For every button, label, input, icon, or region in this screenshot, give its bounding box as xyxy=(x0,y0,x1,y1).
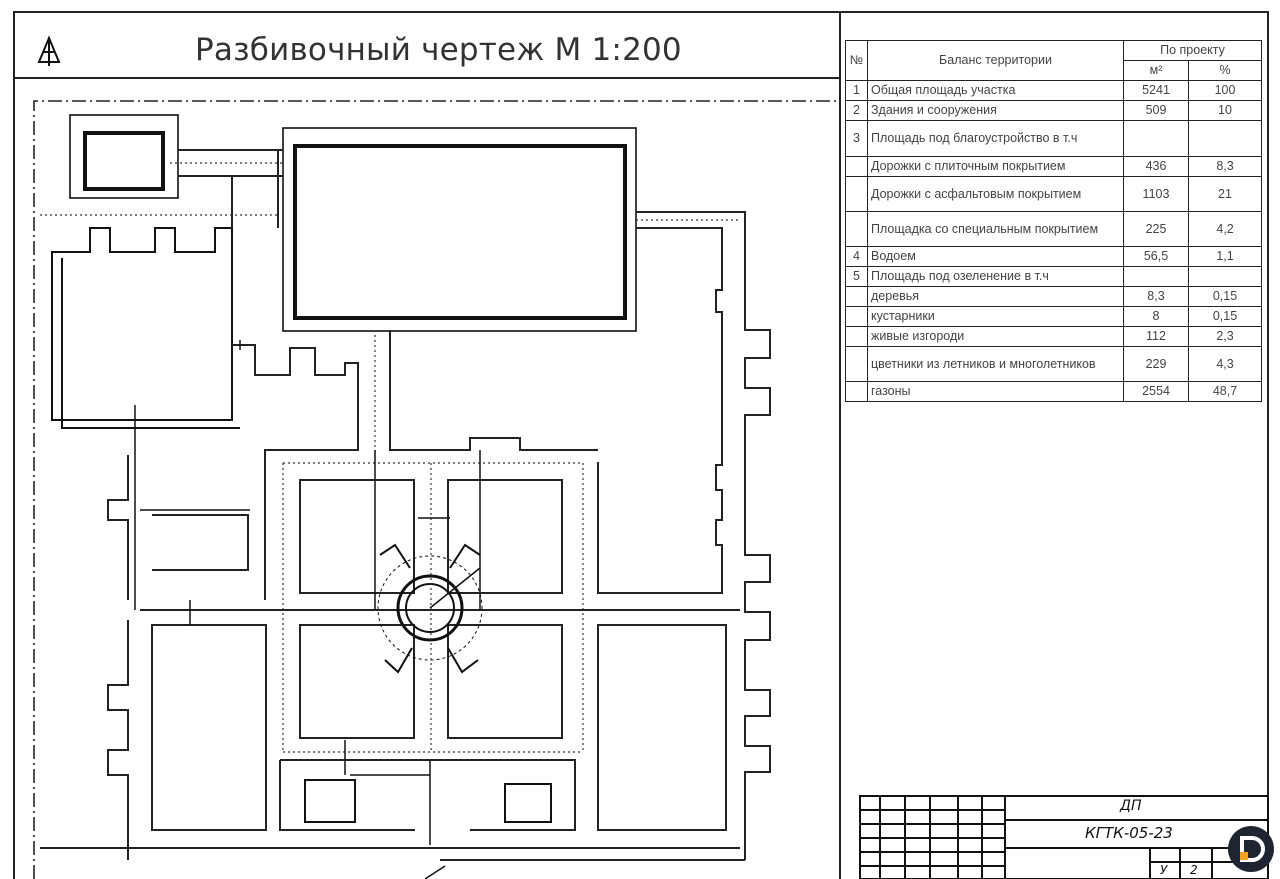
logo-icon xyxy=(1240,836,1265,862)
header-project: По проекту xyxy=(1122,40,1263,61)
stamp-code: КГТК-05-23 xyxy=(1085,824,1173,842)
bottom-structures xyxy=(304,779,552,823)
balance-cell-no: 2 xyxy=(845,100,868,121)
balance-cell-no xyxy=(845,326,868,347)
balance-cell-no: 5 xyxy=(845,266,868,287)
balance-cell-pct: 21 xyxy=(1187,176,1263,212)
header-unit-m2: м² xyxy=(1123,60,1189,81)
header-name: Баланс территории xyxy=(867,40,1124,81)
balance-cell-m2: 229 xyxy=(1123,346,1189,382)
balance-cell-no xyxy=(845,381,868,402)
balance-cell-pct xyxy=(1187,120,1263,157)
balance-cell-name: Площадка со специальным покрытием xyxy=(867,211,1124,247)
header-no: № xyxy=(845,40,868,81)
balance-cell-name: Дорожки с плиточным покрытием xyxy=(867,156,1124,177)
balance-cell-m2: 2554 xyxy=(1123,381,1189,402)
stamp-code-dp: ДП xyxy=(1120,798,1142,814)
balance-cell-name: газоны xyxy=(867,381,1124,402)
balance-cell-m2: 436 xyxy=(1123,156,1189,177)
balance-cell-name: Общая площадь участка xyxy=(867,80,1124,101)
dimension-grid xyxy=(40,162,738,753)
balance-cell-pct xyxy=(1187,266,1263,287)
balance-cell-m2: 509 xyxy=(1123,100,1189,121)
west-building xyxy=(51,227,240,429)
balance-cell-m2 xyxy=(1123,120,1189,157)
balance-cell-pct: 2,3 xyxy=(1187,326,1263,347)
balance-cell-name: живые изгороди xyxy=(867,326,1124,347)
balance-cell-m2: 225 xyxy=(1123,211,1189,247)
main-building xyxy=(282,127,637,332)
site-boundary xyxy=(33,100,838,879)
balance-cell-pct: 1,1 xyxy=(1187,246,1263,267)
balance-cell-name: Здания и сооружения xyxy=(867,100,1124,121)
drawing-title: Разбивочный чертеж М 1:200 xyxy=(195,32,682,68)
balance-cell-no xyxy=(845,176,868,212)
balance-cell-no xyxy=(845,286,868,307)
balance-cell-pct: 48,7 xyxy=(1187,381,1263,402)
balance-cell-pct: 4,3 xyxy=(1187,346,1263,382)
north-arrow-icon xyxy=(37,35,61,66)
balance-cell-no xyxy=(845,346,868,382)
balance-cell-no xyxy=(845,211,868,247)
paths xyxy=(40,149,771,861)
balance-cell-pct: 0,15 xyxy=(1187,286,1263,307)
balance-cell-pct: 10 xyxy=(1187,100,1263,121)
balance-cell-name: Водоем xyxy=(867,246,1124,267)
title-block xyxy=(859,795,1269,879)
balance-cell-no xyxy=(845,306,868,327)
balance-cell-pct: 0,15 xyxy=(1187,306,1263,327)
balance-cell-m2 xyxy=(1123,266,1189,287)
balance-cell-m2: 56,5 xyxy=(1123,246,1189,267)
balance-cell-name: Площадь под благоустройство в т.ч xyxy=(867,120,1124,157)
fountain xyxy=(377,543,483,674)
balance-cell-m2: 8 xyxy=(1123,306,1189,327)
header-unit-pct: % xyxy=(1187,60,1263,81)
balance-cell-name: кустарники xyxy=(867,306,1124,327)
balance-cell-no xyxy=(845,156,868,177)
balance-cell-m2: 8,3 xyxy=(1123,286,1189,307)
logo-badge xyxy=(1228,826,1274,872)
balance-cell-m2: 112 xyxy=(1123,326,1189,347)
balance-cell-pct: 8,3 xyxy=(1187,156,1263,177)
balance-cell-name: Площадь под озеленение в т.ч xyxy=(867,266,1124,287)
balance-cell-name: Дорожки с асфальтовым покрытием xyxy=(867,176,1124,212)
balance-cell-no: 1 xyxy=(845,80,868,101)
sheet-frame xyxy=(13,11,1269,879)
stamp-stage: У xyxy=(1160,863,1168,877)
balance-header-row: № Баланс территории По проекту xyxy=(845,40,1263,81)
stamp-sheet: 2 xyxy=(1190,863,1198,877)
balance-cell-pct: 100 xyxy=(1187,80,1263,101)
balance-cell-name: цветники из летников и многолетников xyxy=(867,346,1124,382)
balance-cell-m2: 1103 xyxy=(1123,176,1189,212)
balance-cell-pct: 4,2 xyxy=(1187,211,1263,247)
balance-cell-no: 3 xyxy=(845,120,868,157)
balance-cell-name: деревья xyxy=(867,286,1124,307)
dimension-lines xyxy=(134,340,481,879)
small-building xyxy=(69,114,179,199)
balance-cell-m2: 5241 xyxy=(1123,80,1189,101)
balance-cell-no: 4 xyxy=(845,246,868,267)
